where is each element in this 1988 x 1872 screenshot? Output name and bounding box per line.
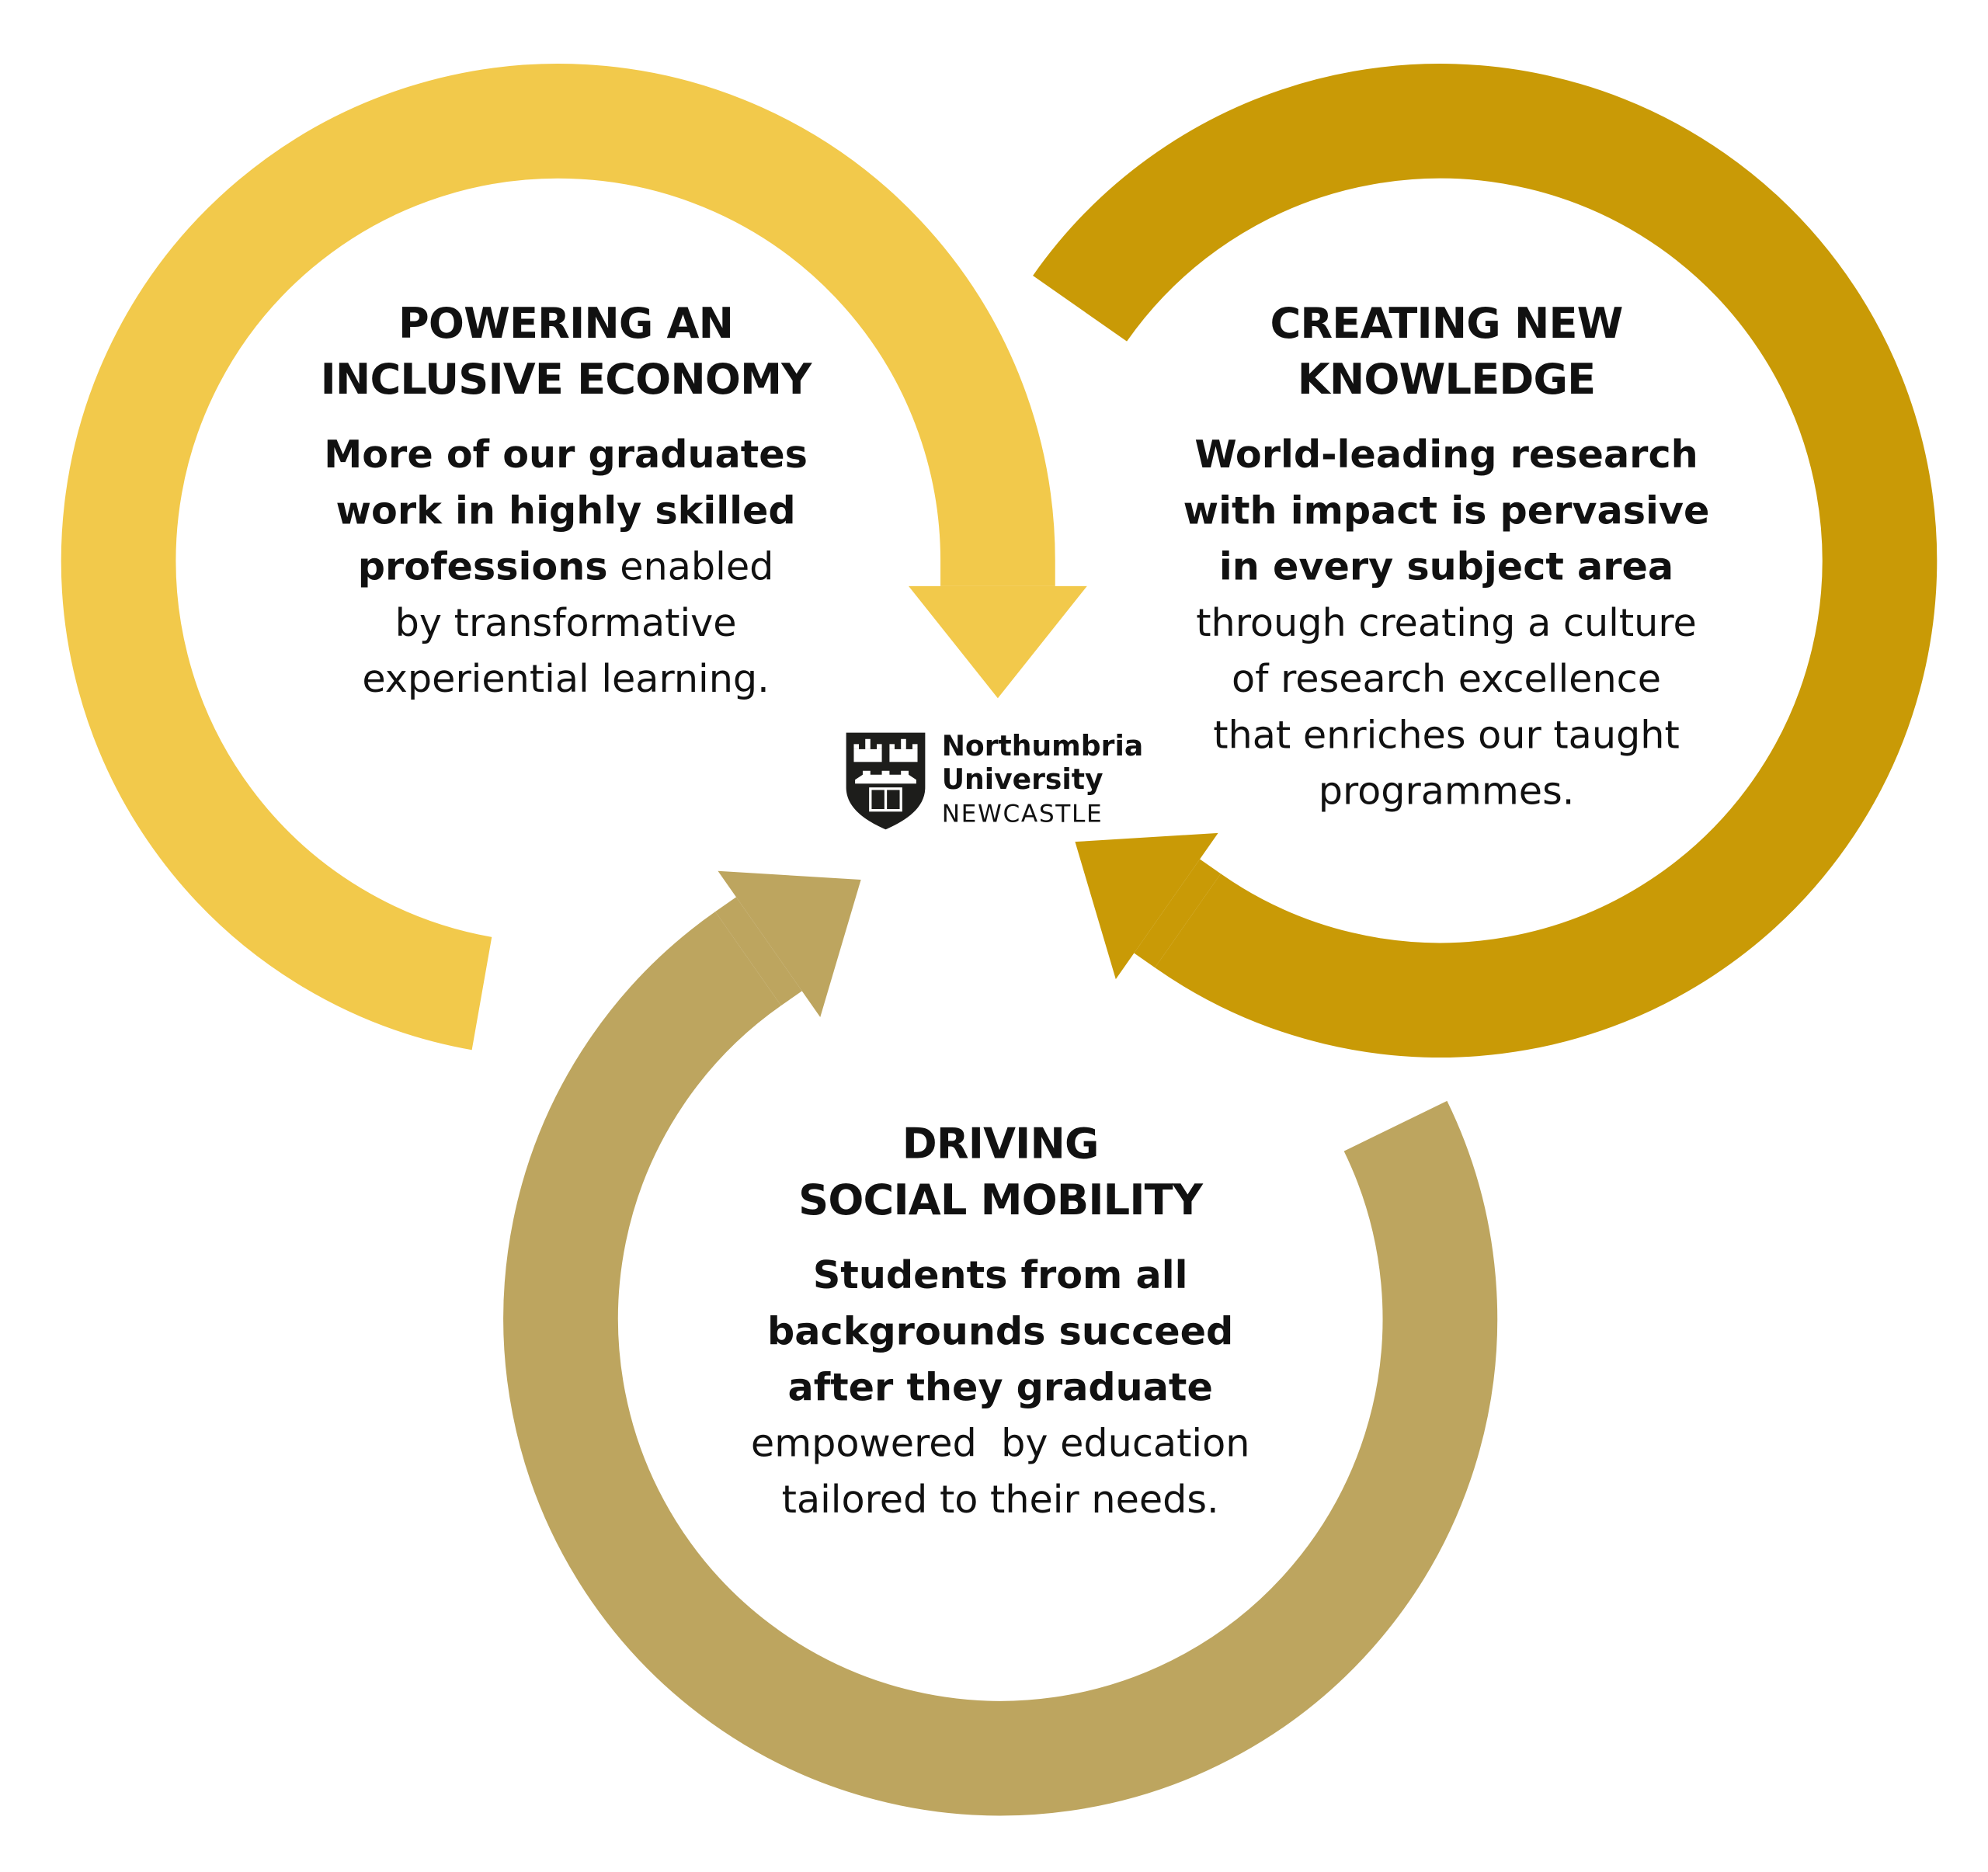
bold-text: after they graduate bbox=[787, 1366, 1213, 1411]
body-line: backgrounds succeed bbox=[707, 1304, 1294, 1360]
knowledge-heading: CREATING NEW KNOWLEDGE bbox=[1153, 296, 1740, 408]
knowledge-body: World-leading research with impact is per… bbox=[1153, 428, 1740, 820]
ring-arc bbox=[1033, 64, 1938, 1058]
mobility-heading: DRIVING SOCIAL MOBILITY bbox=[707, 1117, 1294, 1228]
regular-text: through creating a culture bbox=[1196, 601, 1697, 646]
ring-arc bbox=[61, 64, 1055, 1051]
body-line: of research excellence bbox=[1153, 652, 1740, 708]
body-line: by transformative bbox=[273, 596, 859, 652]
heading-line: DRIVING bbox=[902, 1118, 1100, 1169]
heading-line: SOCIAL MOBILITY bbox=[798, 1175, 1203, 1225]
logo-line-2: University bbox=[941, 764, 1103, 797]
logo-wordmark: Northumbria University NEWCASTLE bbox=[942, 731, 1143, 831]
body-line: tailored to their needs. bbox=[707, 1473, 1294, 1529]
body-line: through creating a culture bbox=[1153, 596, 1740, 652]
body-line: professions enabled bbox=[273, 540, 859, 596]
body-line: empowered by education bbox=[707, 1417, 1294, 1473]
ring-arc bbox=[503, 912, 1498, 1816]
bold-text: World-leading research bbox=[1194, 432, 1698, 478]
body-line: More of our graduates bbox=[273, 428, 859, 484]
knowledge-block: CREATING NEW KNOWLEDGE World-leading res… bbox=[1153, 296, 1740, 821]
regular-text: by transformative bbox=[394, 601, 737, 646]
body-line: with impact is pervasive bbox=[1153, 484, 1740, 540]
heading-line: POWERING AN bbox=[398, 297, 734, 348]
heading-line: INCLUSIVE ECONOMY bbox=[320, 354, 812, 405]
bold-text: professions bbox=[357, 545, 608, 590]
bold-text: backgrounds succeed bbox=[767, 1309, 1234, 1355]
logo-line-3: NEWCASTLE bbox=[941, 800, 1103, 828]
heading-line: CREATING NEW bbox=[1270, 297, 1623, 348]
bold-text: with impact is pervasive bbox=[1183, 489, 1710, 534]
mobility-body: Students from all backgrounds succeed afte… bbox=[707, 1249, 1294, 1529]
ring-arrow-economy bbox=[61, 64, 1087, 1051]
ring-arrow-knowledge bbox=[1033, 64, 1938, 1058]
bold-text: Students from all bbox=[812, 1253, 1188, 1299]
bold-text: work in highly skilled bbox=[335, 489, 796, 534]
regular-text: programmes. bbox=[1318, 769, 1575, 814]
economy-heading: POWERING AN INCLUSIVE ECONOMY bbox=[273, 296, 859, 408]
regular-text: that enriches our taught bbox=[1213, 713, 1680, 759]
arrow-shaft bbox=[715, 897, 802, 1006]
body-line: experiential learning. bbox=[273, 652, 859, 708]
body-line: work in highly skilled bbox=[273, 484, 859, 540]
arrowhead-icon bbox=[718, 870, 861, 1017]
shield-crest-icon bbox=[846, 732, 926, 830]
body-line: World-leading research bbox=[1153, 428, 1740, 484]
regular-text: empowered by education bbox=[750, 1422, 1250, 1467]
arrow-shaft bbox=[1134, 859, 1221, 968]
regular-text: enabled bbox=[607, 545, 774, 590]
economy-body: More of our graduates work in highly skil… bbox=[273, 428, 859, 708]
body-line: after they graduate bbox=[707, 1361, 1294, 1417]
body-line: that enriches our taught bbox=[1153, 708, 1740, 764]
regular-text: of research excellence bbox=[1232, 657, 1662, 703]
arrowhead-icon bbox=[909, 585, 1087, 699]
northumbria-logo: Northumbria University NEWCASTLE bbox=[845, 731, 1143, 831]
body-line: in every subject area bbox=[1153, 540, 1740, 596]
bold-text: More of our graduates bbox=[324, 432, 808, 478]
bold-text: in every subject area bbox=[1218, 545, 1674, 590]
arrowhead-icon bbox=[1075, 832, 1218, 980]
logo-line-1: Northumbria bbox=[941, 731, 1144, 763]
body-line: Students from all bbox=[707, 1249, 1294, 1304]
regular-text: experiential learning. bbox=[362, 657, 770, 703]
mobility-block: DRIVING SOCIAL MOBILITY Students from al… bbox=[707, 1117, 1294, 1530]
ring-arrow-mobility bbox=[503, 870, 1498, 1816]
body-line: programmes. bbox=[1153, 765, 1740, 821]
regular-text: tailored to their needs. bbox=[781, 1478, 1219, 1523]
heading-line: KNOWLEDGE bbox=[1297, 354, 1596, 405]
economy-block: POWERING AN INCLUSIVE ECONOMY More of ou… bbox=[273, 296, 859, 709]
